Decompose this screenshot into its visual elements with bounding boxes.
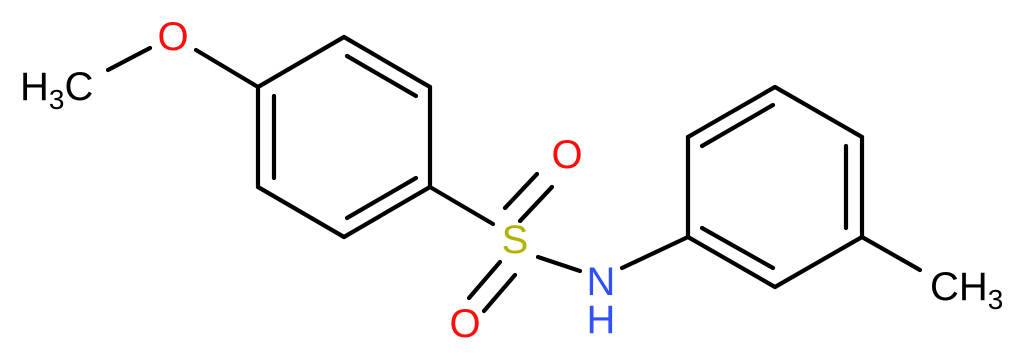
sulfonyl-oxygen-top-label: O	[551, 133, 582, 177]
ring-b-bond-2	[685, 84, 778, 140]
bond-sulfur-oxygen-top-2	[517, 184, 555, 224]
ring-b-inner-1	[699, 102, 776, 149]
ether-oxygen-label: O	[157, 15, 188, 59]
methyl-right-ch: CH	[930, 265, 988, 309]
ring-b-bond-3	[772, 84, 865, 140]
ring-a-bond-5	[255, 184, 347, 240]
ring-a-bond-4	[341, 184, 433, 240]
bond-ring-b-methyl	[859, 234, 923, 273]
bond-sulfur-oxygen-bottom-2	[481, 272, 518, 314]
bond-sulfur-oxygen-top-1	[502, 171, 540, 211]
ring-b-inner-3	[699, 225, 776, 271]
bond-methyl-oxygen	[105, 45, 153, 73]
ring-a-bond-1	[255, 34, 347, 90]
methyl-right-subscript: 3	[988, 284, 1004, 315]
atom-labels: H3C O S O O N H CH3	[20, 15, 1003, 346]
nitrogen-label: N	[587, 260, 616, 304]
nitrogen-hydrogen-label: H	[587, 298, 616, 342]
bond-sulfur-nitrogen	[535, 254, 583, 274]
ring-a-bond-2	[341, 34, 433, 90]
bond-ring-a-sulfur	[427, 184, 496, 227]
sulfonyl-oxygen-bottom-label: O	[449, 302, 480, 346]
ring-a-inner-1	[344, 53, 419, 99]
methyl-left-subscript: 3	[49, 84, 65, 115]
bonds	[105, 34, 923, 314]
bond-oxygen-ring-a	[193, 47, 261, 90]
methyl-left-label: H3C	[20, 65, 93, 115]
bond-nitrogen-ring-b	[619, 234, 691, 271]
sulfur-label: S	[502, 218, 529, 262]
ring-b-bond-6	[685, 234, 778, 290]
bond-sulfur-oxygen-bottom-1	[466, 259, 503, 301]
methyl-right-label: CH3	[930, 265, 1003, 315]
ring-a-inner-2	[344, 175, 419, 221]
ring-b-bond-5	[772, 234, 865, 290]
methyl-left-h: H	[20, 65, 49, 109]
methyl-left-c: C	[64, 65, 93, 109]
